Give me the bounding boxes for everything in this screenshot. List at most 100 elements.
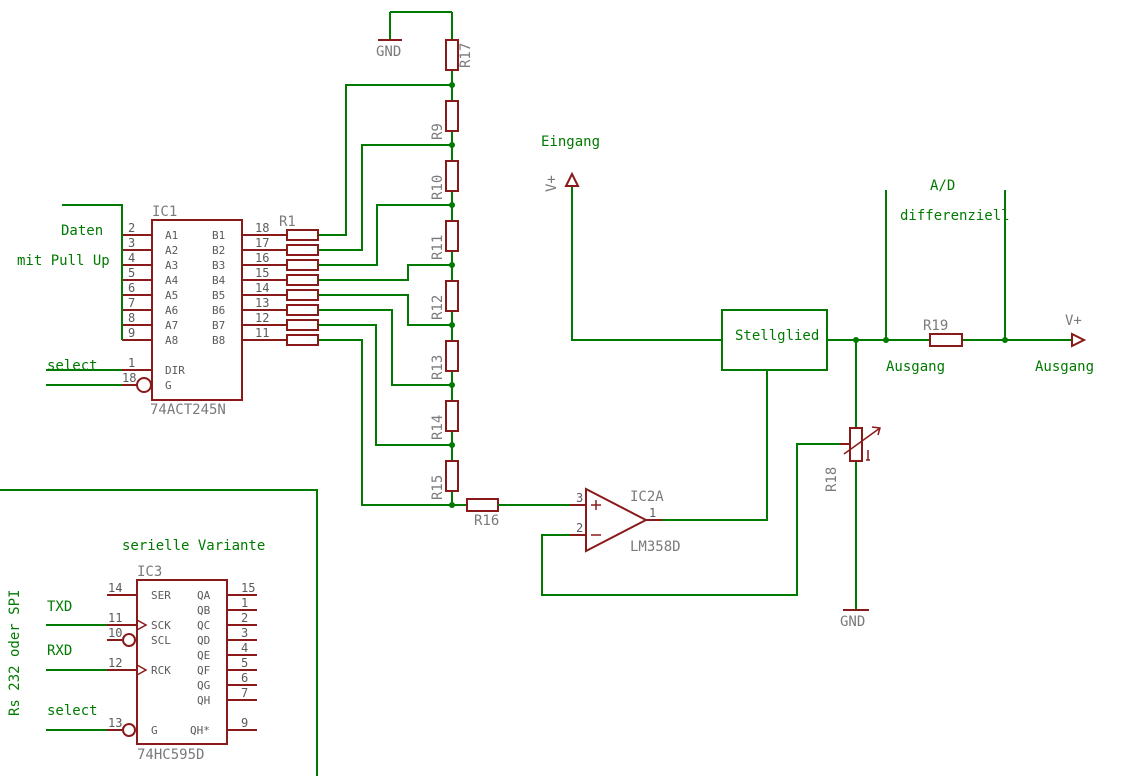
ic1-num-18: 18: [255, 221, 269, 235]
r11-label: R11: [430, 235, 446, 260]
ic1-pin-a3: A3: [165, 259, 178, 272]
r18-label: R18: [824, 467, 840, 492]
ic3-pin-ser: SER: [151, 589, 171, 602]
ic1-pin-a2: A2: [165, 244, 178, 257]
gnd-bottom-label: GND: [840, 614, 865, 630]
select1-label: select: [47, 358, 98, 374]
ic3-pin-rck: RCK: [151, 664, 171, 677]
r10-label: R10: [430, 175, 446, 200]
r14-label: R14: [430, 415, 446, 440]
r17-label: R17: [458, 43, 474, 68]
r13-label: R13: [430, 355, 446, 380]
ic1-right-pin-names: B1 B2 B3 B4 B5 B6 B7 B8: [212, 229, 226, 347]
ic1-num-11: 11: [255, 326, 269, 340]
ic2-type: LM358D: [630, 539, 681, 555]
ic1-num-14: 14: [255, 281, 269, 295]
r1-network: [286, 229, 319, 346]
ic1-num-13: 13: [255, 296, 269, 310]
resistor-ladder: [445, 39, 459, 505]
ic1-num-3: 3: [128, 236, 135, 250]
r19-label: R19: [923, 318, 948, 334]
ic1-input-wires: [46, 204, 123, 386]
ic3-num-12: 12: [108, 656, 122, 670]
ic1-pin-b8: B8: [212, 334, 225, 347]
ic3-pin-qf: QF: [197, 664, 210, 677]
ic1-pin-a6: A6: [165, 304, 178, 317]
ic3-pin-scl: SCL: [151, 634, 171, 647]
ic1-pin-a4: A4: [165, 274, 179, 287]
daten-label: Daten: [61, 223, 103, 239]
ic1-pin-b1: B1: [212, 229, 225, 242]
ic3-pin-g: G: [151, 724, 158, 737]
ic3-pin-sck: SCK: [151, 619, 171, 632]
ic3-num-14: 14: [108, 581, 122, 595]
ic1-pin-g: G: [165, 379, 172, 392]
ic1-num-6: 6: [128, 281, 135, 295]
ic1-pin-b7: B7: [212, 319, 225, 332]
ic3-chip: [107, 579, 257, 745]
rxd-label: RXD: [47, 643, 72, 659]
ic3-pin-qg: QG: [197, 679, 210, 692]
r9-label: R9: [430, 123, 446, 140]
ic1-pin-b3: B3: [212, 259, 225, 272]
ic3-pin-qa: QA: [197, 589, 211, 602]
ic2-num-plus: 3: [576, 491, 583, 505]
ic3-label: IC3: [137, 564, 162, 580]
ic3-left-pin-names: SER SCK SCL RCK G: [151, 589, 171, 737]
ic3-right-pin-names: QA QB QC QD QE QF QG QH QH*: [190, 589, 211, 737]
ic3-num-6: 6: [241, 671, 248, 685]
ic1-num-16: 16: [255, 251, 269, 265]
ic1-pin-a8: A8: [165, 334, 178, 347]
ic3-pin-qc: QC: [197, 619, 210, 632]
ic1-chip: [122, 219, 287, 401]
ic2-label: IC2A: [630, 489, 664, 505]
ic3-num-5: 5: [241, 656, 248, 670]
ic3-pin-qe: QE: [197, 649, 210, 662]
ic1-num-4: 4: [128, 251, 135, 265]
ic1-pin-a5: A5: [165, 289, 178, 302]
opamp-wires: [541, 370, 840, 596]
ic1-type: 74ACT245N: [150, 402, 226, 418]
ic1-pin-a7: A7: [165, 319, 178, 332]
ic3-num-13: 13: [108, 716, 122, 730]
stellglied-label: Stellglied: [735, 328, 819, 344]
ic2-opamp: [570, 487, 662, 553]
ic1-num-5: 5: [128, 266, 135, 280]
ausgang1-label: Ausgang: [886, 359, 945, 375]
ic3-pin-qb: QB: [197, 604, 211, 617]
r16-resistor: [452, 498, 570, 512]
vplus-output-symbol: [1071, 332, 1087, 348]
ic3-num-11: 11: [108, 611, 122, 625]
ic3-num-9: 9: [241, 716, 248, 730]
ic1-num-17: 17: [255, 236, 269, 250]
r15-label: R15: [430, 475, 446, 500]
ic1-num-9: 9: [128, 326, 135, 340]
r18-potentiometer: [840, 426, 881, 462]
ic3-num-10: 10: [108, 626, 122, 640]
ic3-num-1: 1: [241, 596, 248, 610]
ic1-pin-b5: B5: [212, 289, 225, 302]
ic3-pin-qh: QH: [197, 694, 210, 707]
ic3-num-15: 15: [241, 581, 255, 595]
ic1-num-8: 8: [128, 311, 135, 325]
ic1-left-pin-names: A1 A2 A3 A4 A5 A6 A7 A8 DIR G: [165, 229, 185, 392]
ladder-tap-wires: [318, 84, 452, 506]
serial-variant-title: serielle Variante: [122, 538, 265, 554]
ic3-num-2: 2: [241, 611, 248, 625]
differenziell-label: differenziell: [900, 208, 1010, 224]
ic1-num-dir: 1: [128, 356, 135, 370]
ic2-num-minus: 2: [576, 521, 583, 535]
ic1-pin-b2: B2: [212, 244, 225, 257]
ic3-num-3: 3: [241, 626, 248, 640]
ic3-right-pin-nums: 15 1 2 3 4 5 6 7 9: [241, 581, 255, 730]
ic1-pin-dir: DIR: [165, 364, 185, 377]
ic1-num-g: 18: [122, 371, 136, 385]
ic3-num-7: 7: [241, 686, 248, 700]
ausgang2-label: Ausgang: [1035, 359, 1094, 375]
select2-label: select: [47, 703, 98, 719]
txd-label: TXD: [47, 599, 72, 615]
ic3-left-pin-nums: 14 11 10 12 13: [108, 581, 122, 730]
ic1-left-pin-nums: 2 3 4 5 6 7 8 9 1 18: [122, 221, 136, 385]
r12-label: R12: [430, 295, 446, 320]
